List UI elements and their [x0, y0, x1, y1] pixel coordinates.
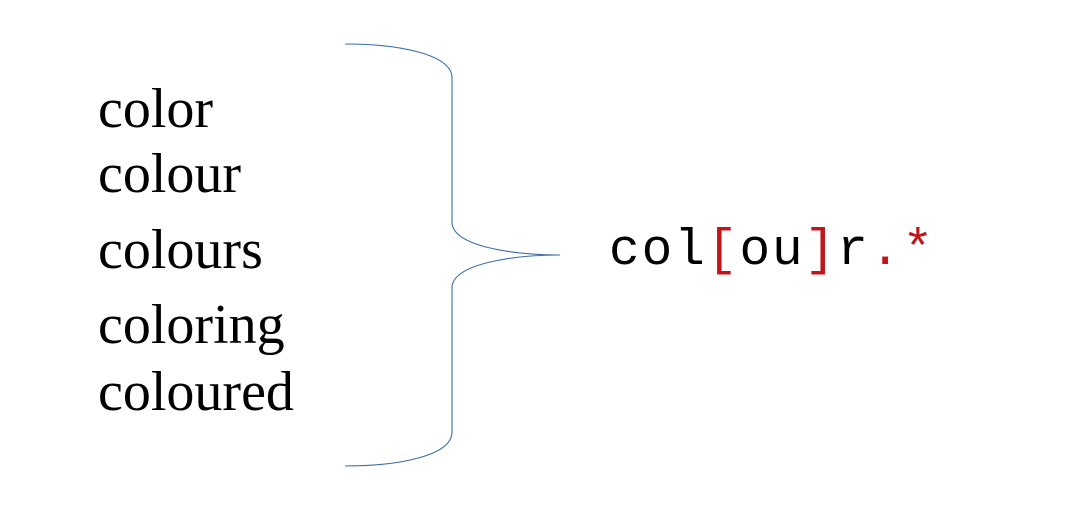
regex-token-close-bracket: ] — [804, 223, 838, 280]
regex-token-literal-ou: ou — [739, 223, 805, 280]
regex-pattern: col[ou]r.* — [609, 226, 935, 277]
word-item-colours: colours — [98, 219, 263, 281]
word-item-coloured: coloured — [98, 361, 294, 423]
word-item-color: color — [98, 78, 214, 140]
brace-path — [344, 43, 561, 467]
word-item-coloring: coloring — [98, 294, 285, 356]
regex-token-open-bracket: [ — [706, 223, 740, 280]
regex-token-literal-col: col — [609, 223, 707, 280]
regex-token-wildcard: .* — [869, 223, 936, 280]
word-item-colour: colour — [98, 143, 242, 205]
regex-token-literal-r: r — [837, 223, 870, 280]
